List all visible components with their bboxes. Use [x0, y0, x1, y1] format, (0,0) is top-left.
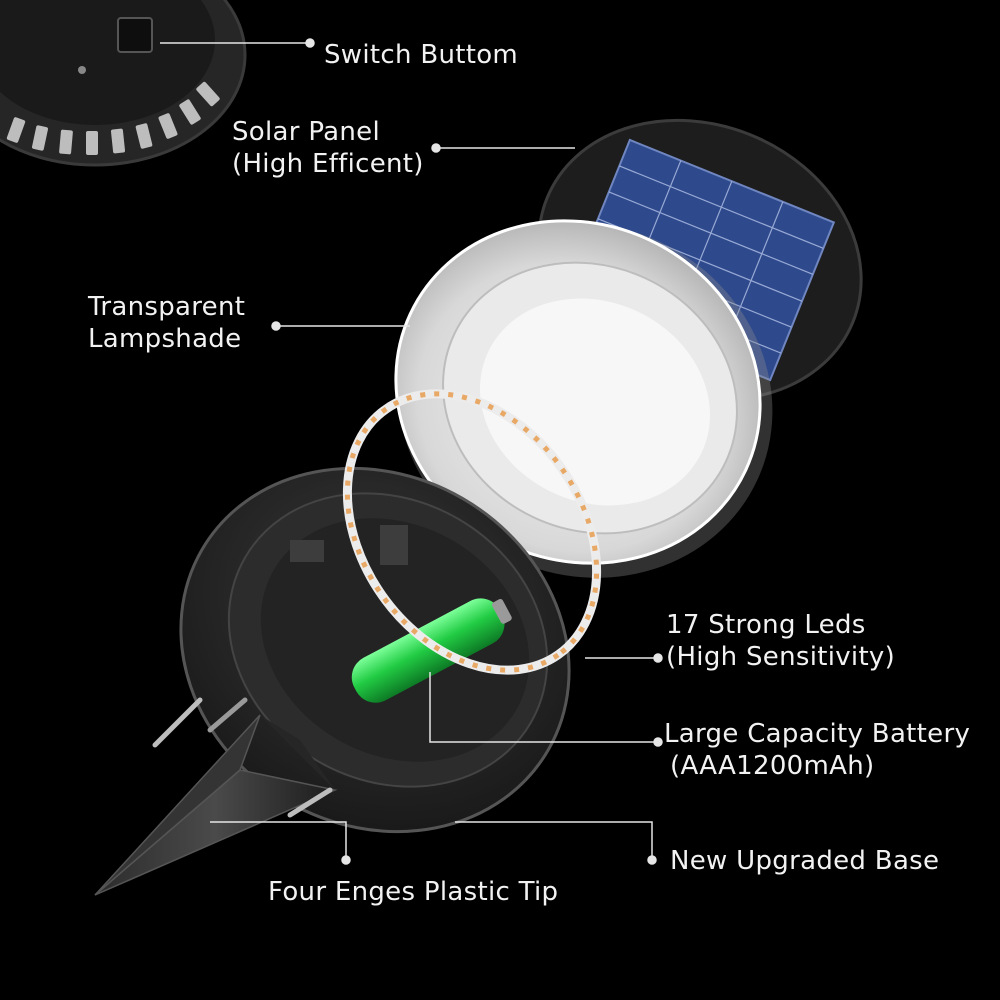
label-solar-panel: Solar Panel (High Efficent) — [232, 116, 424, 180]
label-switch-button: Switch Buttom — [324, 39, 518, 71]
label-lampshade: Transparent Lampshade — [88, 291, 245, 355]
label-tip: Four Enges Plastic Tip — [268, 876, 558, 908]
ground-spike — [94, 697, 338, 896]
label-lampshade-line2: Lampshade — [88, 324, 242, 354]
transparent-lampshade — [394, 219, 773, 578]
switch-housing — [0, 0, 247, 167]
label-leds-line2: (High Sensitivity) — [666, 642, 896, 672]
label-base-line1: New Upgraded Base — [670, 846, 940, 876]
label-lampshade-line1: Transparent — [88, 292, 246, 322]
switch-button — [117, 17, 153, 53]
led-strip — [342, 389, 602, 675]
base-housing — [179, 466, 571, 834]
label-battery: Large Capacity Battery (AAA1200mAh) — [664, 718, 970, 782]
label-solar-line2: (High Efficent) — [232, 149, 424, 179]
leader-lines — [160, 38, 663, 865]
label-tip-line1: Four Enges Plastic Tip — [268, 877, 559, 907]
label-leds-line1: 17 Strong Leds — [666, 610, 866, 640]
label-leds: 17 Strong Leds (High Sensitivity) — [666, 609, 895, 673]
label-battery-line2: (AAA1200mAh) — [670, 751, 875, 781]
label-solar-line1: Solar Panel — [232, 117, 380, 147]
label-switch-line1: Switch Buttom — [324, 40, 519, 70]
label-base: New Upgraded Base — [670, 845, 939, 877]
battery — [351, 598, 512, 703]
label-battery-line1: Large Capacity Battery — [664, 719, 971, 749]
